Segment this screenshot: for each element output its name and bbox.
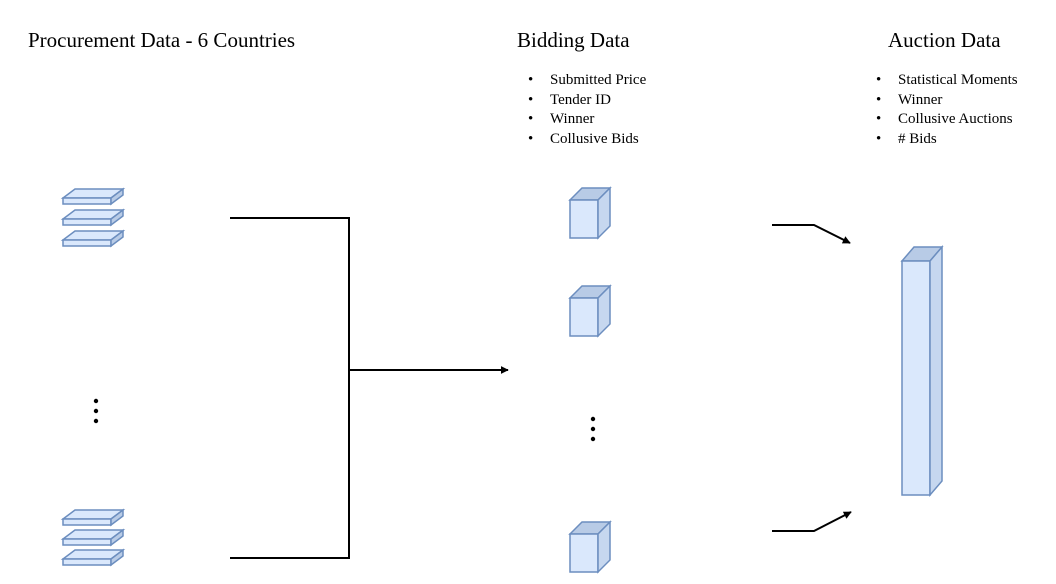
procurement-dataset-stack-top <box>60 187 126 248</box>
procurement-ellipsis <box>93 398 99 424</box>
auction-fields-list: Statistical Moments Winner Collusive Auc… <box>876 71 1018 149</box>
bidding-cube <box>568 186 612 240</box>
bidding-ellipsis <box>590 416 596 442</box>
dataset-layer <box>60 229 126 248</box>
procurement-dataset-stack-bottom <box>60 508 126 567</box>
bidding-cube <box>568 520 612 574</box>
dataset-layer <box>60 187 126 206</box>
dataset-layer <box>60 528 126 547</box>
bidding-field-item: Collusive Bids <box>528 130 646 150</box>
bidding-field-item: Winner <box>528 110 646 130</box>
auction-field-item: Winner <box>876 91 1018 111</box>
bidding-cube <box>568 284 612 338</box>
auction-field-item: # Bids <box>876 130 1018 150</box>
auction-data-prism <box>900 244 944 498</box>
bidding-field-item: Tender ID <box>528 91 646 111</box>
bidding-field-item: Submitted Price <box>528 71 646 91</box>
procurement-data-title: Procurement Data - 6 Countries <box>28 28 296 52</box>
dataset-layer <box>60 508 126 527</box>
auction-data-title: Auction Data <box>888 28 1001 52</box>
bidding-data-title: Bidding Data <box>517 28 630 52</box>
arrow-to-auction-bottom <box>772 511 852 532</box>
dataset-layer <box>60 208 126 227</box>
auction-field-item: Statistical Moments <box>876 71 1018 91</box>
arrow-to-auction-top <box>772 224 851 244</box>
auction-field-item: Collusive Auctions <box>876 110 1018 130</box>
bidding-fields-list: Submitted Price Tender ID Winner Collusi… <box>528 71 646 149</box>
dataset-layer <box>60 548 126 567</box>
merge-connector <box>230 217 509 559</box>
